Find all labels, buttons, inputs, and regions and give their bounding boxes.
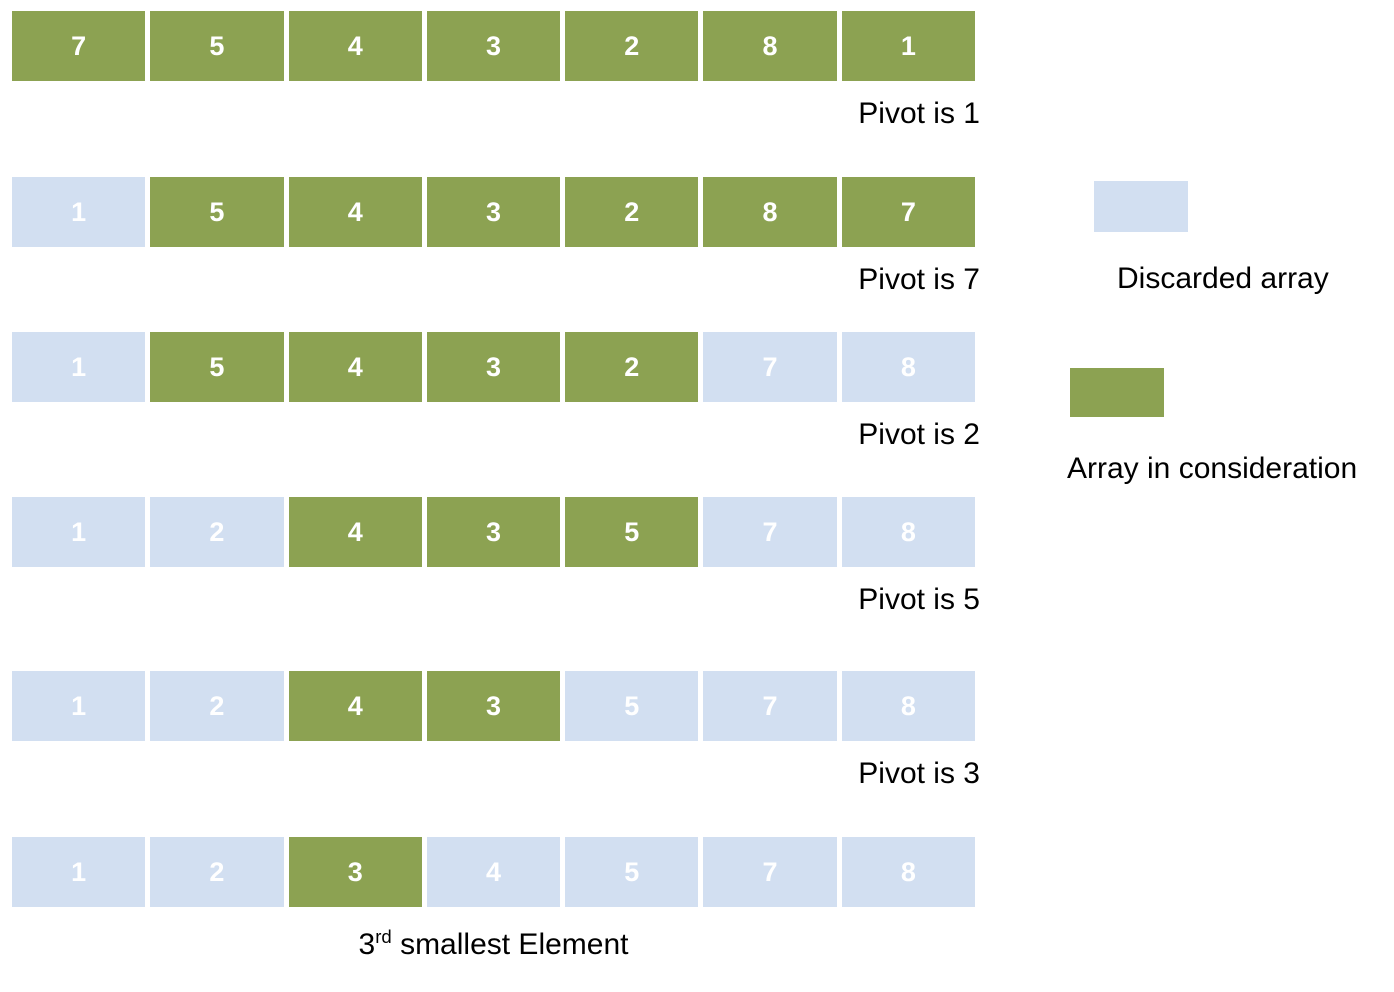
array-cell: 8 [841,837,975,907]
legend-swatch-active [1070,368,1164,417]
array-cell: 5 [565,497,699,567]
array-cell: 3 [288,837,422,907]
pivot-caption: Pivot is 2 [858,418,980,451]
array-cell: 5 [150,11,284,81]
legend-label-active: Array in consideration [1067,452,1358,485]
result-ordinal-suffix: rd [375,926,392,947]
pivot-caption: Pivot is 5 [858,583,980,616]
array-cell: 7 [841,177,975,247]
result-number: 3 [358,928,376,961]
result-caption: 3rd smallest Element [0,926,987,962]
array-cell: 3 [426,497,561,567]
array-cell: 8 [841,332,975,402]
array-cell: 2 [565,11,699,81]
result-text: smallest Element [391,928,629,961]
array-cell: 1 [12,332,146,402]
legend-swatch-discarded [1094,181,1188,232]
legend-label-discarded: Discarded array [1117,262,1329,295]
array-cell: 1 [12,671,146,741]
pivot-caption: Pivot is 7 [858,263,980,296]
array-cell: 3 [426,11,561,81]
array-cell: 1 [12,837,146,907]
array-cell: 1 [12,177,146,247]
array-cell: 4 [288,177,422,247]
array-cell: 8 [703,177,837,247]
array-cell: 1 [12,497,146,567]
array-cell: 2 [150,497,284,567]
array-cell: 4 [288,497,422,567]
array-cell: 2 [150,671,284,741]
array-cell: 4 [426,837,561,907]
array-cell: 8 [703,11,837,81]
array-cell: 7 [703,671,837,741]
array-cell: 8 [841,497,975,567]
pivot-caption: Pivot is 1 [858,97,980,130]
array-cell: 5 [150,177,284,247]
array-cell: 4 [288,11,422,81]
array-cell: 8 [841,671,975,741]
array-cell: 3 [426,177,561,247]
array-cell: 5 [565,837,699,907]
array-cell: 7 [703,837,837,907]
array-cell: 5 [565,671,699,741]
array-cell: 4 [288,332,422,402]
array-cell: 7 [703,497,837,567]
array-cell: 3 [426,332,561,402]
array-cell: 2 [150,837,284,907]
array-cell: 3 [426,671,561,741]
array-cell: 5 [150,332,284,402]
array-cell: 4 [288,671,422,741]
array-cell: 2 [565,332,699,402]
array-cell: 7 [703,332,837,402]
pivot-caption: Pivot is 3 [858,757,980,790]
array-cell: 7 [12,11,146,81]
array-cell: 2 [565,177,699,247]
array-cell: 1 [841,11,975,81]
